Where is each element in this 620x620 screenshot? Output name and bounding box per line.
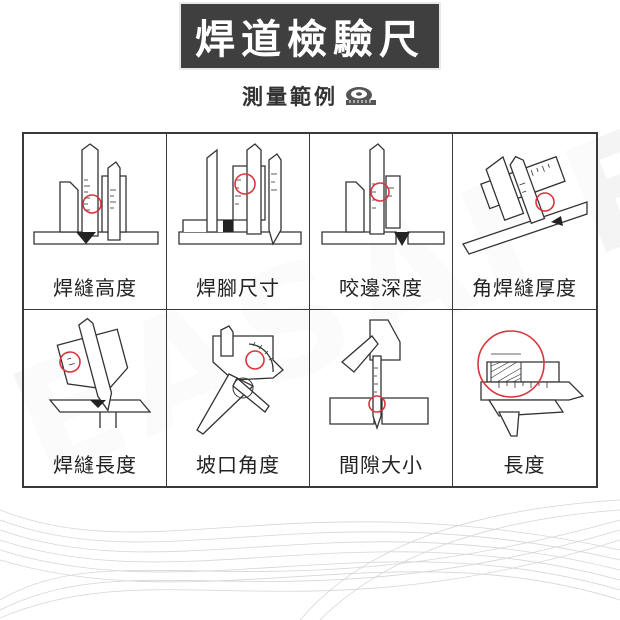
undercut-depth-gauge-icon	[321, 143, 445, 246]
weld-leg-size-gauge-icon	[178, 143, 302, 246]
bevel-angle-gauge-icon	[196, 325, 284, 435]
subtitle-row: 測量範例	[0, 76, 620, 116]
title-banner: 焊道檢驗尺	[179, 2, 441, 70]
page-subtitle: 測量範例	[242, 85, 338, 109]
fillet-throat-gauge-icon	[462, 155, 588, 255]
cell-label: 長度	[503, 453, 546, 477]
example-cell-bevel-angle: 坡口角度	[167, 310, 310, 486]
weld-length-gauge-icon	[48, 317, 152, 428]
cell-label: 焊腳尺寸	[196, 276, 280, 300]
gap-size-gauge-icon	[329, 319, 429, 431]
length-gauge-icon	[477, 330, 585, 437]
weld-height-gauge-icon	[33, 143, 159, 245]
tape-measure-icon	[346, 87, 376, 105]
page-title: 焊道檢驗尺	[195, 17, 425, 63]
example-cell-fillet-throat: 角焊縫厚度	[453, 134, 596, 310]
decorative-wave-lines	[0, 499, 620, 620]
example-cell-weld-height: 焊縫高度	[24, 134, 167, 310]
cell-label: 焊縫長度	[53, 453, 137, 477]
example-cell-gap-size: 間隙大小	[310, 310, 453, 486]
example-cell-length: 長度	[453, 310, 596, 486]
cell-label: 咬邊深度	[339, 276, 423, 300]
example-cell-weld-leg-size: 焊腳尺寸	[167, 134, 310, 310]
cell-label: 坡口角度	[196, 453, 280, 477]
cell-label: 角焊縫厚度	[472, 276, 577, 300]
example-cell-undercut-depth: 咬邊深度	[310, 134, 453, 310]
cell-label: 間隙大小	[339, 453, 423, 477]
cell-label: 焊縫高度	[53, 276, 137, 300]
measurement-examples-grid: 焊縫高度 焊腳尺寸	[22, 132, 598, 488]
example-cell-weld-length: 焊縫長度	[24, 310, 167, 486]
